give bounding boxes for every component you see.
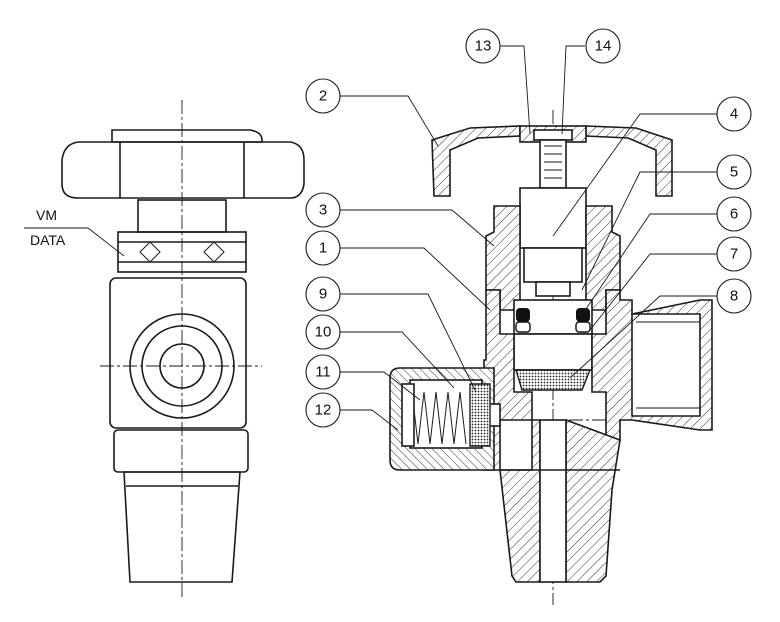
callout-5: 5 (716, 154, 752, 190)
valve-body (483, 289, 713, 583)
callout-14: 14 (585, 28, 621, 64)
svg-text:6: 6 (730, 206, 738, 223)
callout-11: 11 (305, 354, 341, 390)
marking-vm: VM (36, 207, 57, 223)
side-body (109, 277, 247, 429)
callout-4: 4 (716, 96, 752, 132)
svg-text:9: 9 (319, 286, 327, 303)
svg-text:8: 8 (730, 288, 738, 305)
callout-13: 13 (465, 28, 501, 64)
o-rings (513, 299, 593, 335)
side-handwheel (61, 129, 305, 199)
callout-10: 10 (305, 314, 341, 350)
svg-text:12: 12 (315, 402, 332, 419)
side-neck (113, 429, 249, 583)
svg-text:14: 14 (595, 38, 612, 55)
svg-text:1: 1 (319, 240, 327, 257)
relief-cap (389, 367, 501, 471)
leader-lines (340, 45, 718, 431)
section-view: 2 13 14 3 1 9 10 11 (305, 28, 752, 605)
side-marking: VM DATA (24, 207, 125, 257)
svg-text:7: 7 (730, 246, 738, 263)
callout-2: 2 (305, 78, 341, 114)
callout-9: 9 (305, 276, 341, 312)
callout-6: 6 (716, 196, 752, 232)
svg-text:10: 10 (315, 324, 332, 341)
callout-3: 3 (305, 192, 341, 228)
marking-data: DATA (30, 232, 66, 248)
handwheel-screw (533, 129, 573, 189)
side-stem-nut (117, 199, 247, 273)
svg-text:11: 11 (315, 364, 331, 381)
callout-8: 8 (716, 278, 752, 314)
callout-1: 1 (305, 230, 341, 266)
spring (401, 383, 467, 447)
callout-7: 7 (716, 236, 752, 272)
svg-text:3: 3 (319, 202, 327, 219)
callout-12: 12 (305, 392, 341, 428)
svg-text:4: 4 (730, 106, 738, 123)
side-view: VM DATA (24, 100, 305, 600)
spindle-seat (513, 333, 593, 391)
svg-text:5: 5 (730, 164, 738, 181)
svg-text:2: 2 (319, 88, 327, 105)
stem (519, 187, 587, 297)
svg-text:13: 13 (475, 38, 492, 55)
